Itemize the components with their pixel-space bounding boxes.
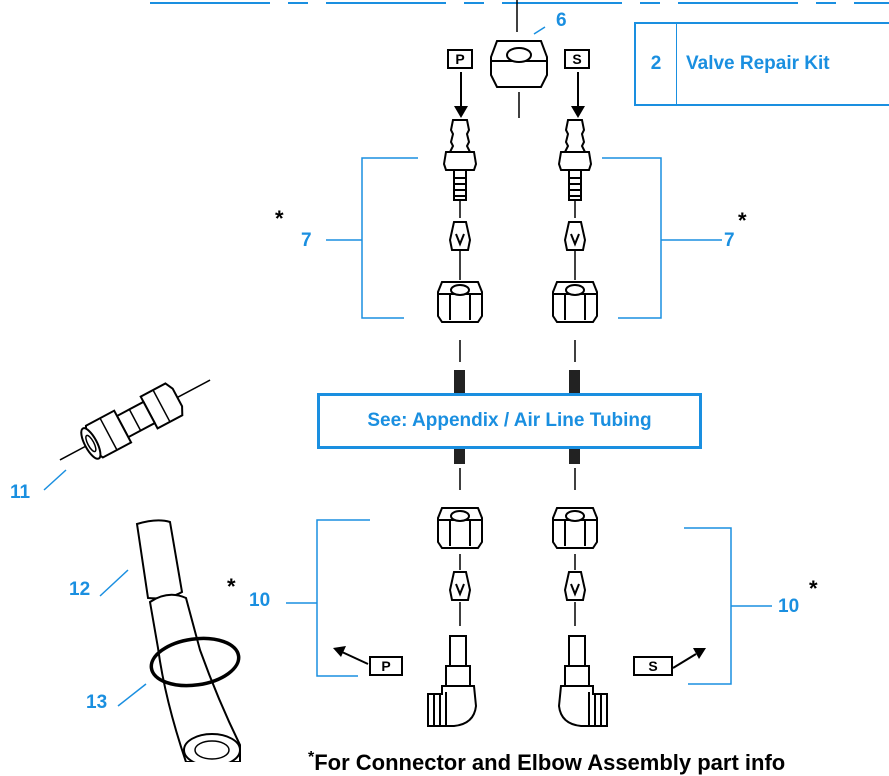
tube-right-bottom: [569, 448, 580, 464]
callout-10-left: 10: [249, 590, 271, 611]
bracket-10-left: [286, 519, 370, 677]
compression-nut-left-top: [437, 281, 483, 323]
tag-s-bottom: S: [633, 656, 673, 676]
ferrule-left-top: [449, 221, 471, 251]
barb-fitting-left: [443, 119, 477, 201]
bracket-7-right: [602, 157, 722, 319]
arrow-p-top-head: [454, 106, 468, 118]
asterisk-10-left: *: [227, 574, 236, 599]
tube-right-top: [569, 370, 580, 394]
kit-number: 2: [636, 24, 677, 104]
arrow-p-bottom: [341, 651, 369, 665]
arrow-s-bottom: [672, 653, 697, 669]
footnote: *For Connector and Elbow Assembly part i…: [308, 749, 786, 776]
callout-11: 11: [10, 482, 31, 503]
asterisk-10-right: *: [809, 576, 818, 601]
elbow-fitting-right: [558, 635, 608, 727]
compression-nut-left-bottom: [437, 507, 483, 549]
compression-nut-right-bottom: [552, 507, 598, 549]
compression-nut-right-top: [552, 281, 598, 323]
elbow-fitting-left: [427, 635, 477, 727]
hose-lower-segment: [148, 593, 241, 762]
asterisk-7-left: *: [275, 206, 284, 231]
callout-leader-12: [99, 569, 129, 597]
ferrule-left-bottom: [449, 571, 471, 601]
footnote-text: For Connector and Elbow Assembly part in…: [314, 750, 786, 775]
kit-label: Valve Repair Kit: [686, 53, 830, 74]
bracket-7-left: [326, 157, 418, 319]
callout-leader-11: [43, 469, 67, 491]
arrow-s-bottom-head: [693, 648, 706, 659]
ferrule-right-top: [564, 221, 586, 251]
callout-leader-6: [533, 26, 546, 35]
callout-7-left: 7: [301, 230, 312, 251]
tag-p-bottom: P: [369, 656, 403, 676]
bracket-10-right: [684, 527, 772, 685]
callout-13: 13: [86, 692, 108, 713]
asterisk-7-right: *: [738, 208, 747, 233]
hose-upper-segment: [135, 519, 184, 600]
union-fitting: [59, 379, 211, 461]
arrow-p-bottom-head: [333, 646, 346, 657]
callout-7-right: 7: [724, 230, 735, 251]
tag-p-top: P: [447, 49, 473, 69]
callout-leader-13: [117, 683, 147, 707]
tube-left-bottom: [454, 448, 465, 464]
valve-repair-kit-box: 2 Valve Repair Kit: [634, 22, 889, 106]
ferrule-right-bottom: [564, 571, 586, 601]
callout-6: 6: [556, 10, 567, 31]
barb-fitting-right: [558, 119, 592, 201]
hose-clamp: [149, 636, 241, 688]
callout-10-right: 10: [778, 596, 800, 617]
tag-s-top: S: [564, 49, 590, 69]
tube-left-top: [454, 370, 465, 394]
top-hex-nut: [490, 40, 548, 88]
tubing-reference-box: See: Appendix / Air Line Tubing: [317, 393, 702, 449]
callout-12: 12: [69, 579, 91, 600]
footnote-asterisk: *: [308, 749, 315, 766]
arrow-s-top-head: [571, 106, 585, 118]
hose-end-inner: [194, 740, 230, 760]
